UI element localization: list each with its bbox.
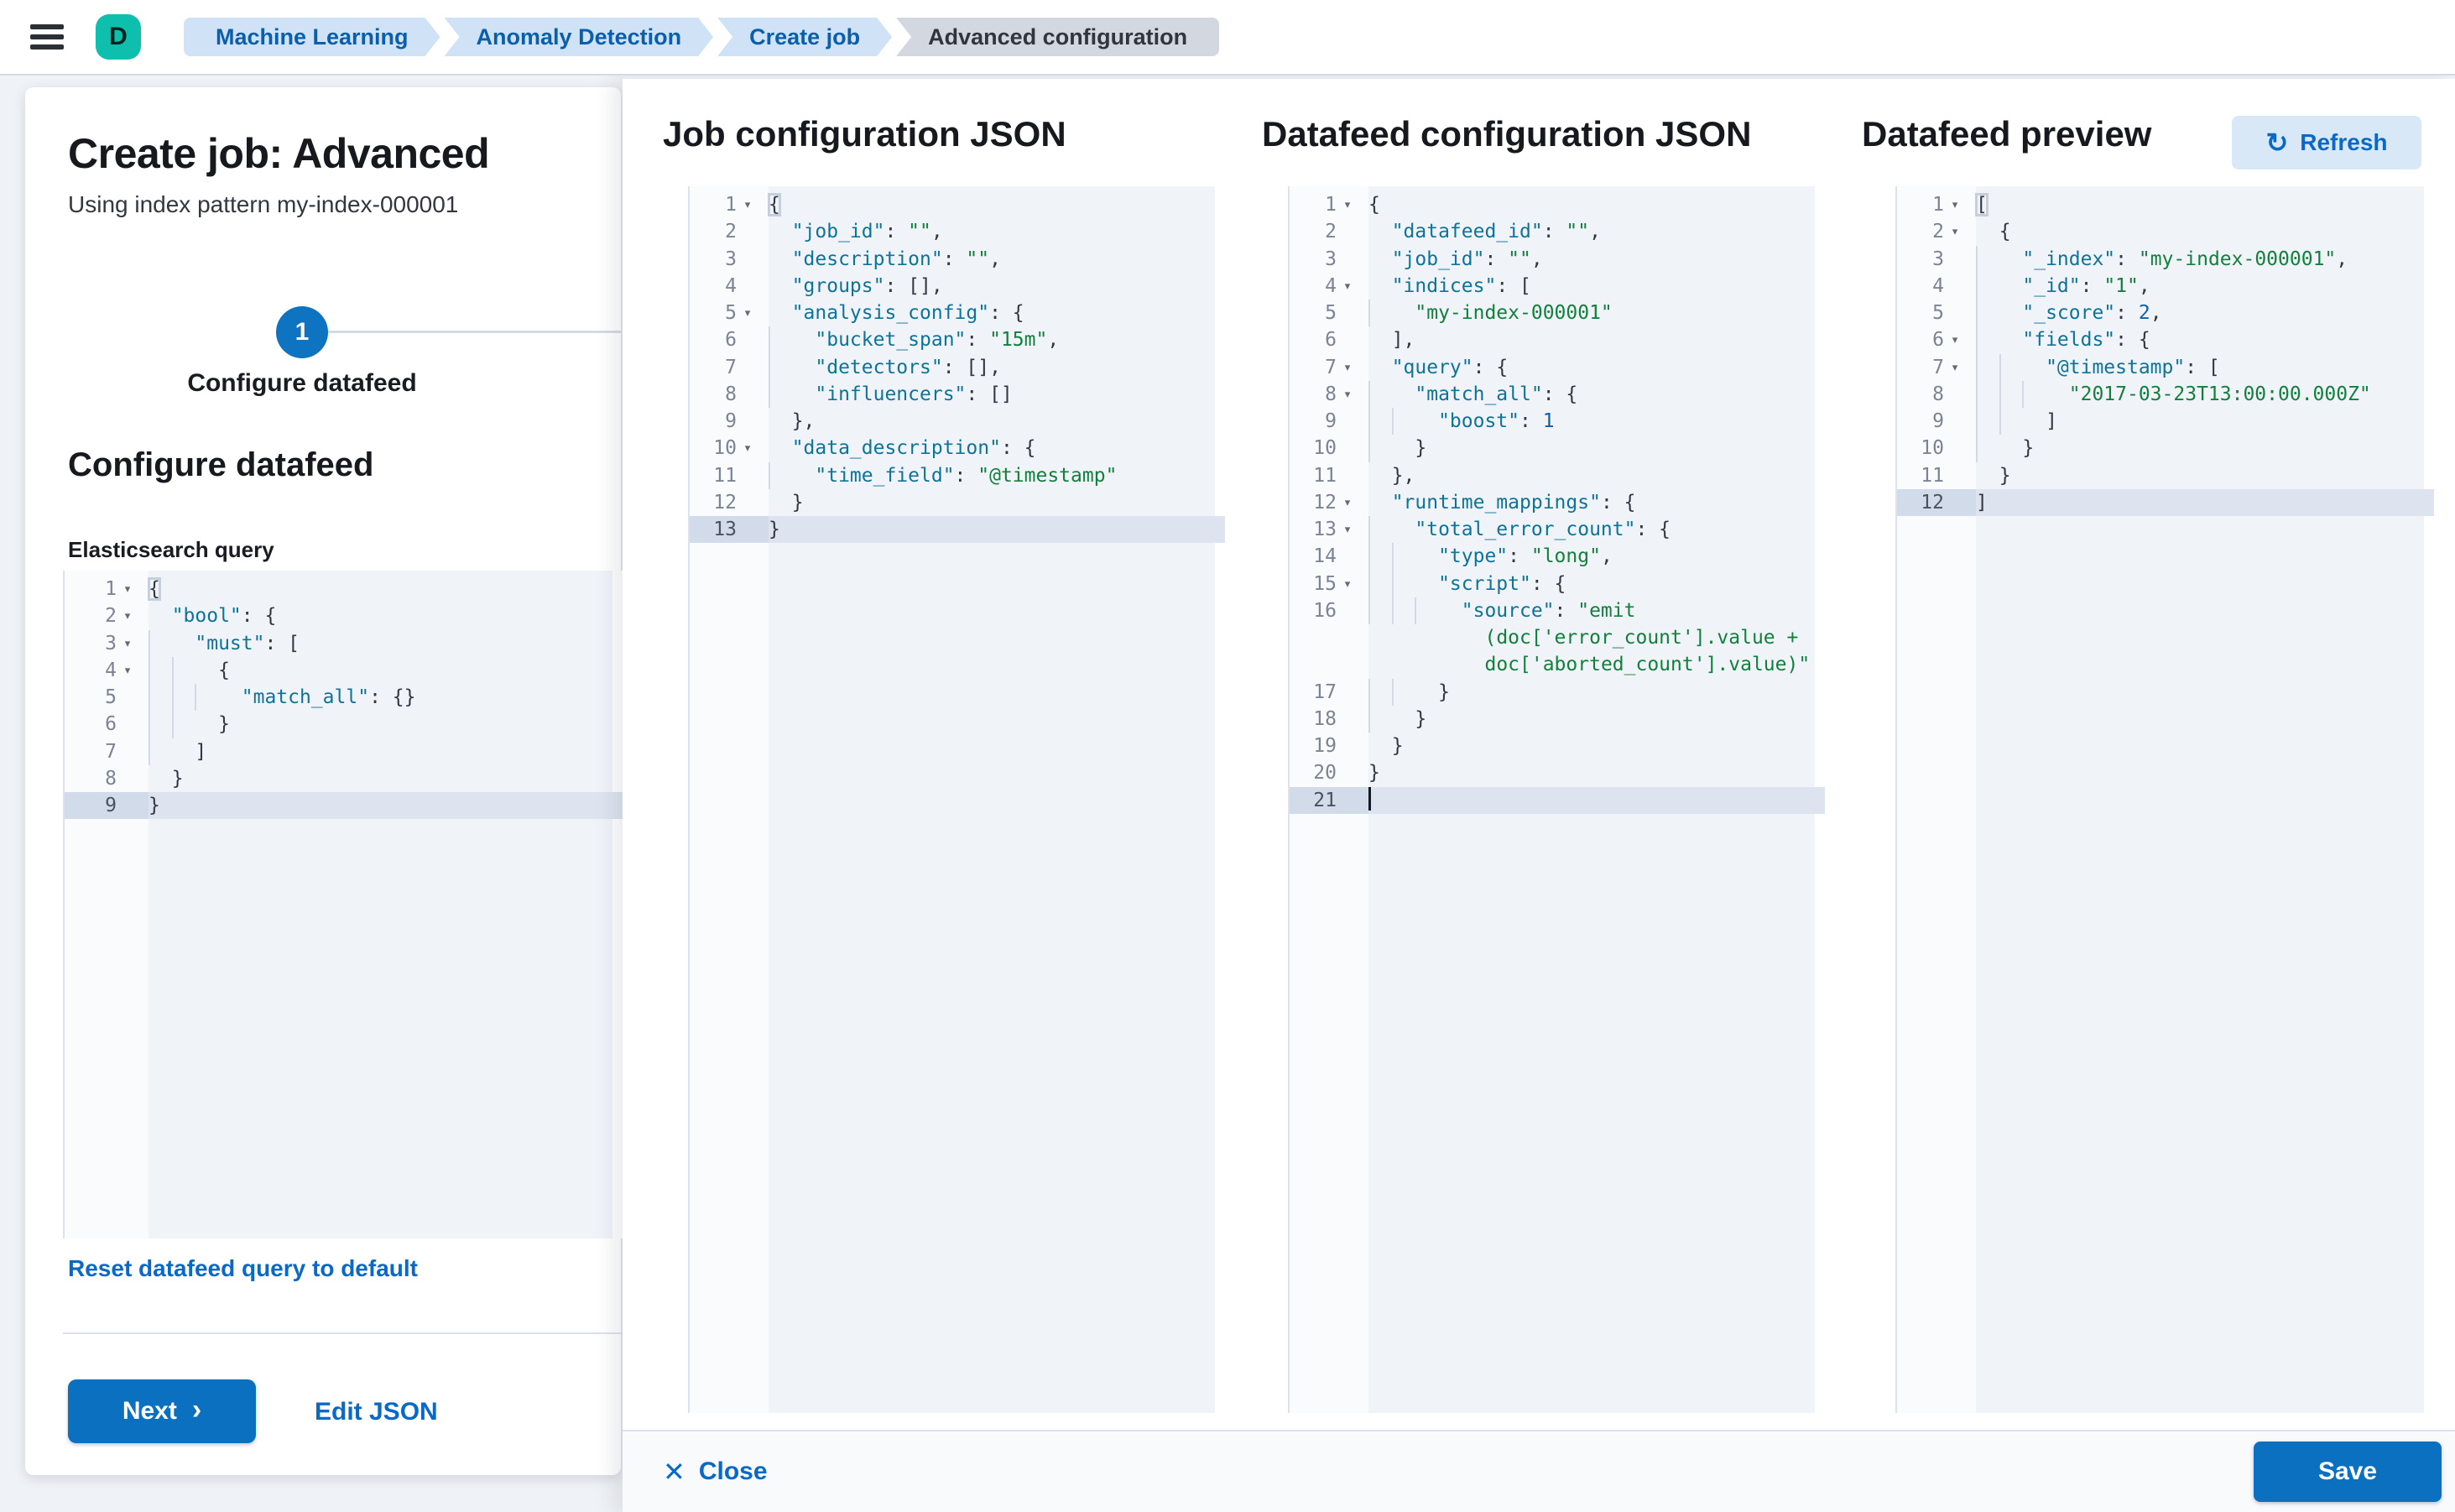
code-line: 5"my-index-000001" <box>1290 300 1825 326</box>
page-title: Create job: Advanced <box>68 130 490 177</box>
datafeed-configuration-title: Datafeed configuration JSON <box>1262 114 1752 154</box>
code-line: 6"bucket_span": "15m", <box>690 326 1225 353</box>
code-line: 7▾"query": { <box>1325 356 1509 378</box>
code-line: 7"detectors": [], <box>690 354 1225 381</box>
code-line: 15▾"script": { <box>1290 571 1825 597</box>
code-line: 3"_index": "my-index-000001", <box>1897 246 2434 273</box>
chevron-right-icon: › <box>191 1394 202 1426</box>
close-button-label: Close <box>698 1457 768 1485</box>
index-pattern-subtitle: Using index pattern my-index-000001 <box>68 191 459 217</box>
wizard-step-1-indicator[interactable]: 1 <box>276 306 328 358</box>
code-line: 5▾"analysis_config": { <box>725 302 1024 324</box>
datafeed-configuration-json-editor[interactable]: 1▾{ 2"datafeed_id": "", 3"job_id": "", 4▾"i… <box>1288 186 1825 1413</box>
code-line: 1▾{ <box>105 578 160 600</box>
code-line: 2▾{ <box>1932 221 2011 243</box>
code-line: 2"job_id": "", <box>725 221 943 243</box>
code-line: 9} <box>65 792 623 820</box>
top-navigation-bar: D Machine Learning Anomaly Detection Cre… <box>0 0 2455 76</box>
code-line: 4▾{ <box>65 657 623 684</box>
next-button-label: Next <box>122 1397 177 1425</box>
code-line: 3"job_id": "", <box>1325 248 1543 270</box>
code-line: 8"influencers": [] <box>690 381 1225 408</box>
breadcrumb-machine-learning[interactable]: Machine Learning <box>184 18 440 56</box>
wizard-step-1-label: Configure datafeed <box>187 369 417 397</box>
code-line: 7▾"@timestamp": [ <box>1897 354 2434 381</box>
code-line: 11}, <box>1313 464 1415 487</box>
code-line: 12] <box>1897 488 2434 516</box>
advanced-json-flyout: Job configuration JSON Datafeed configur… <box>623 79 2455 1512</box>
code-line: 8"2017-03-23T13:00:00.000Z" <box>1897 381 2434 408</box>
code-line: 10} <box>1897 435 2434 461</box>
code-line: 2▾"bool": { <box>105 605 277 628</box>
code-line: 10▾"data_description": { <box>713 437 1036 460</box>
space-avatar[interactable]: D <box>96 14 141 60</box>
code-line: 4"_id": "1", <box>1897 273 2434 300</box>
code-line: doc['aborted_count'].value)" <box>1484 654 1811 676</box>
flyout-footer: ✕ Close Save <box>623 1430 2455 1512</box>
code-line: 17} <box>1290 679 1825 706</box>
menu-hamburger-icon[interactable] <box>30 24 64 50</box>
code-line: 9}, <box>725 410 816 432</box>
code-line: 2"datafeed_id": "", <box>1325 221 1601 243</box>
code-line: 9] <box>1897 408 2434 435</box>
save-button[interactable]: Save <box>2254 1442 2442 1502</box>
job-configuration-title: Job configuration JSON <box>663 114 1066 154</box>
code-line: 11"time_field": "@timestamp" <box>690 462 1225 489</box>
close-button[interactable]: ✕ Close <box>663 1456 768 1488</box>
refresh-icon: ↻ <box>2265 128 2289 158</box>
breadcrumb-create-job[interactable]: Create job <box>717 18 892 56</box>
code-line: 1▾{ <box>725 194 780 216</box>
wizard-step-connector <box>328 331 621 333</box>
code-line: 6], <box>1325 329 1415 352</box>
code-line: 16"source": "emit <box>1290 597 1825 624</box>
code-line: 12▾"runtime_mappings": { <box>1313 491 1636 514</box>
refresh-button[interactable]: ↻ Refresh <box>2232 116 2421 169</box>
code-line: 20} <box>1313 762 1380 785</box>
datafeed-preview-json-viewer[interactable]: 1▾[ 2▾{ 3"_index": "my-index-000001",4"_id… <box>1895 186 2434 1413</box>
code-line: 5"_score": 2, <box>1897 300 2434 326</box>
close-x-icon: ✕ <box>663 1457 685 1487</box>
create-job-wizard-card: Create job: Advanced Using index pattern… <box>25 87 623 1475</box>
code-line: 1▾{ <box>1325 194 1380 216</box>
code-line: 13▾"total_error_count": { <box>1290 516 1825 543</box>
code-line: 8} <box>105 767 184 790</box>
breadcrumb-advanced-configuration: Advanced configuration <box>896 18 1220 56</box>
card-footer-divider <box>63 1332 621 1334</box>
configure-datafeed-heading: Configure datafeed <box>68 446 374 483</box>
code-line: 4▾"indices": [ <box>1325 274 1531 297</box>
code-line: 1▾[ <box>1932 194 1988 216</box>
breadcrumb: Machine Learning Anomaly Detection Creat… <box>180 18 1220 56</box>
code-line: 6▾"fields": { <box>1897 326 2434 353</box>
code-line: 6} <box>65 711 623 738</box>
elasticsearch-query-editor[interactable]: 1▾{ 2▾"bool": {3▾"must": [4▾{5"match_all"… <box>63 571 623 1238</box>
code-line: 21 <box>1290 786 1825 814</box>
code-line: 7] <box>65 738 623 765</box>
code-line: 13} <box>690 516 1225 544</box>
code-line: 14"type": "long", <box>1290 543 1825 570</box>
elasticsearch-query-label: Elasticsearch query <box>68 537 274 562</box>
breadcrumb-anomaly-detection[interactable]: Anomaly Detection <box>445 18 714 56</box>
code-line: 12} <box>713 491 804 514</box>
code-line: 8▾"match_all": { <box>1290 381 1825 408</box>
code-line: 18} <box>1290 706 1825 733</box>
datafeed-preview-title: Datafeed preview <box>1862 114 2152 154</box>
code-line: 4"groups": [], <box>725 274 943 297</box>
edit-json-link[interactable]: Edit JSON <box>315 1398 438 1426</box>
refresh-button-label: Refresh <box>2300 129 2388 155</box>
code-line: 3"description": "", <box>725 248 1001 270</box>
code-line: 19} <box>1313 735 1404 757</box>
code-line: (doc['error_count'].value + <box>1484 627 1799 649</box>
code-line: 9"boost": 1 <box>1290 408 1825 435</box>
code-line: 10} <box>1290 435 1825 461</box>
job-configuration-json-editor[interactable]: 1▾{ 2"job_id": "", 3"description": "", 4"gr… <box>688 186 1225 1413</box>
code-line: 11} <box>1921 464 2011 487</box>
reset-datafeed-query-link[interactable]: Reset datafeed query to default <box>68 1255 418 1281</box>
code-line: 3▾"must": [ <box>65 630 623 657</box>
next-button[interactable]: Next › <box>68 1379 256 1443</box>
code-line: 5"match_all": {} <box>65 684 623 711</box>
